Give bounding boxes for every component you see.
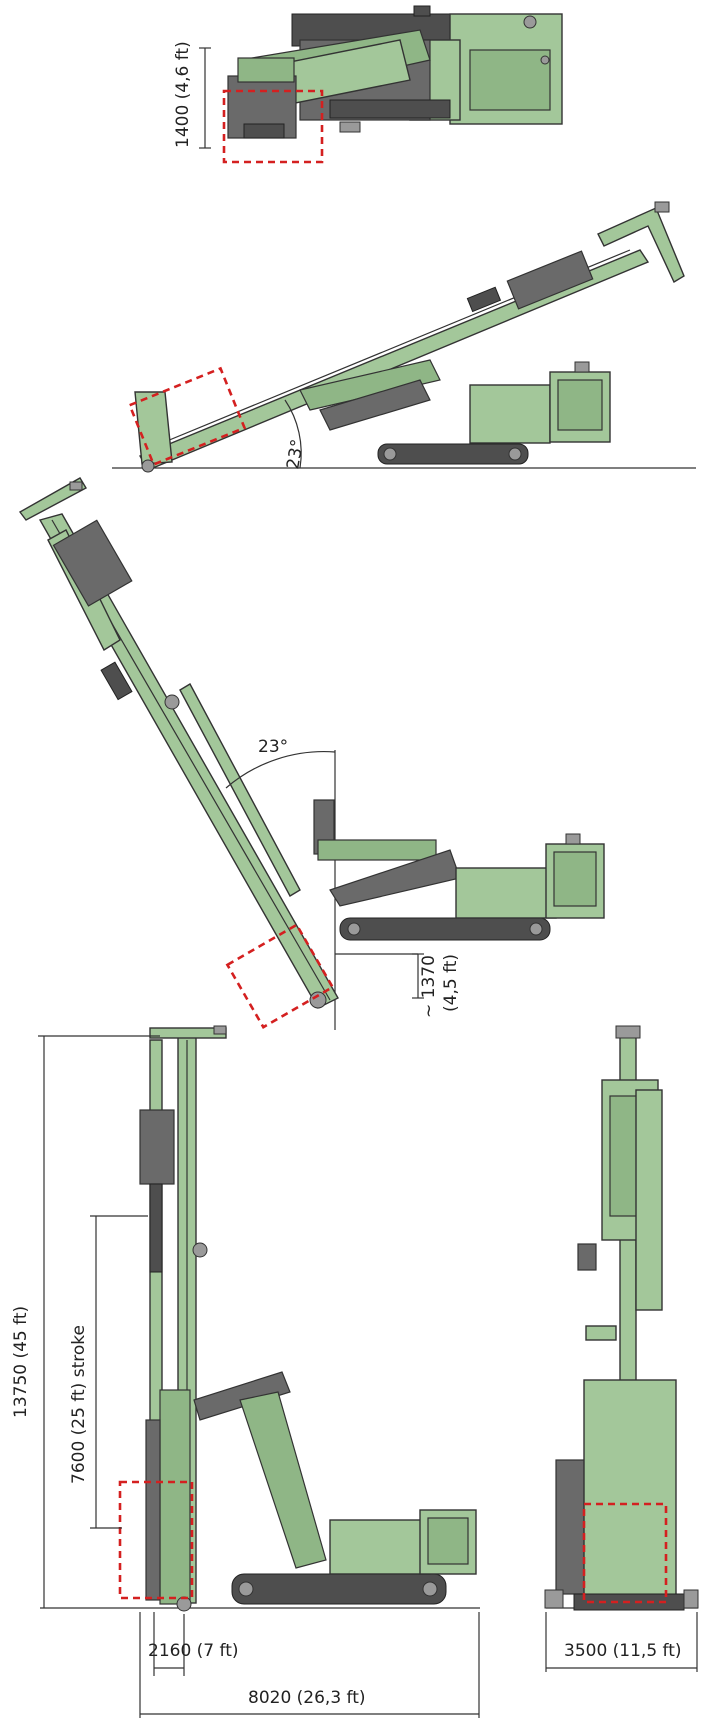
top-width-label: 1400 (4,6 ft) (173, 41, 193, 148)
drill-head-highlight-side (118, 1480, 194, 1600)
drill-head-highlight-forward (127, 366, 247, 467)
tilt-forward-angle: 23° (283, 438, 308, 471)
front-view (544, 1025, 699, 1611)
side-length-label: 8020 (26,3 ft) (248, 1688, 366, 1708)
drill-head-highlight-front (582, 1502, 668, 1604)
front-width-dimension: 3500 (11,5 ft) (545, 1612, 698, 1672)
drill-head-highlight-backward (225, 923, 335, 1029)
tilt-backward-angle: 23° (258, 737, 288, 757)
tilt-backward-clearance-ft: (4,5 ft) (441, 954, 461, 1012)
top-width-dimension: 1400 (4,6 ft) (173, 41, 211, 149)
side-stroke-label: 7600 (25 ft) stroke (69, 1325, 89, 1484)
side-offset-label: 2160 (7 ft) (148, 1641, 239, 1661)
tilt-backward-view: 23° ~ 1370 (4,5 ft) (18, 477, 605, 1030)
front-width-label: 3500 (11,5 ft) (564, 1641, 682, 1661)
side-height-label: 13750 (45 ft) (11, 1306, 31, 1418)
tilt-backward-clearance: ~ 1370 (419, 955, 439, 1018)
top-view (222, 5, 563, 164)
side-dimensions: 13750 (45 ft) 7600 (25 ft) stroke 2160 (… (11, 1035, 480, 1718)
side-view (40, 1025, 480, 1612)
tilt-forward-view: 23° (112, 201, 696, 473)
